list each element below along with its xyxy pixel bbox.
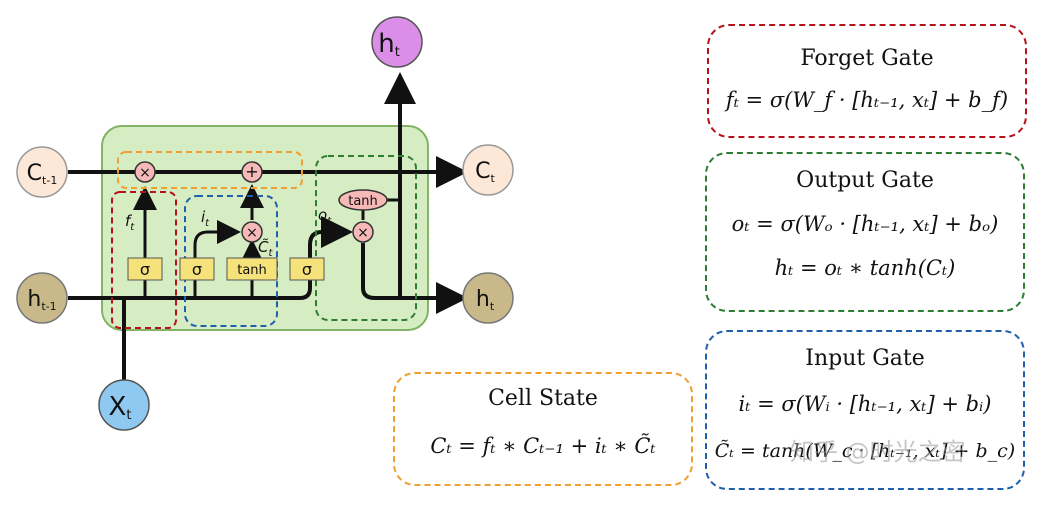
forget-gate-equation: fₜ = σ(W_f · [hₜ₋₁, xₜ] + b_f) <box>725 88 1009 112</box>
svg-text:×: × <box>246 225 258 241</box>
watermark: 知乎 @时光之密 <box>790 438 966 466</box>
svg-text:tanh: tanh <box>237 263 267 278</box>
label-it: it <box>201 208 210 229</box>
output-gate-equation-2: hₜ = oₜ ∗ tanh(Cₜ) <box>774 256 956 280</box>
input-gate-line <box>193 220 241 298</box>
output-tanh-op: tanh <box>338 189 388 211</box>
svg-text:σ: σ <box>192 260 202 279</box>
output-gate-equation-1: oₜ = σ(Wₒ · [hₜ₋₁, xₜ] + bₒ) <box>731 212 999 236</box>
input-gate-title: Input Gate <box>805 346 925 371</box>
forget-mult-op: × <box>134 161 156 183</box>
label-ft: ft <box>125 212 135 233</box>
output-gate-title: Output Gate <box>796 168 934 193</box>
node-c-prev: Ct-1 <box>16 146 68 198</box>
cell-state-title: Cell State <box>488 386 598 411</box>
cell-state-equation: Cₜ = fₜ ∗ Cₜ₋₁ + iₜ ∗ C̃ₜ <box>430 434 656 458</box>
hidden-output-path <box>361 243 468 314</box>
svg-text:×: × <box>139 165 151 181</box>
output-sigma-layer: σ <box>289 257 325 281</box>
output-gate-box: Output Gate oₜ = σ(Wₒ · [hₜ₋₁, xₜ] + bₒ)… <box>705 152 1025 312</box>
output-mult-op: × <box>352 221 374 243</box>
cell-add-op: + <box>241 161 263 183</box>
forget-sigma-layer: σ <box>127 257 163 281</box>
node-h-out: ht <box>462 272 514 324</box>
input-gate-equation-2: C̃ₜ = tanh(W_c · [hₜ₋₁, xₜ] + b_c) <box>714 440 1016 462</box>
node-h-prev: ht-1 <box>16 272 68 324</box>
svg-text:ht: ht <box>378 29 400 60</box>
label-ctilde: C̃t <box>258 237 273 259</box>
forget-gate-title: Forget Gate <box>800 46 934 71</box>
svg-text:+: + <box>245 162 258 181</box>
input-gate-box: Input Gate iₜ = σ(Wᵢ · [hₜ₋₁, xₜ] + bᵢ) … <box>705 330 1025 490</box>
input-gate-equation-1: iₜ = σ(Wᵢ · [hₜ₋₁, xₜ] + bᵢ) <box>738 392 992 416</box>
svg-text:tanh: tanh <box>348 194 378 209</box>
node-x-in: Xt <box>98 379 150 431</box>
svg-text:ht: ht <box>476 287 495 313</box>
label-ot: ot <box>318 206 332 227</box>
svg-text:σ: σ <box>302 260 312 279</box>
svg-text:×: × <box>357 225 369 241</box>
input-sigma-layer: σ <box>179 257 215 281</box>
output-gate-region <box>315 155 417 321</box>
svg-text:Ct-1: Ct-1 <box>27 161 58 187</box>
input-tanh-layer: tanh <box>226 257 278 281</box>
cell-state-region <box>117 151 303 189</box>
svg-text:Ct: Ct <box>475 159 495 185</box>
svg-text:ht-1: ht-1 <box>27 287 56 313</box>
forget-gate-box: Forget Gate fₜ = σ(W_f · [hₜ₋₁, xₜ] + b_… <box>707 24 1027 138</box>
forget-gate-region <box>111 191 177 329</box>
node-c-out: Ct <box>462 144 514 196</box>
input-mult-op: × <box>241 221 263 243</box>
cell-state-box: Cell State Cₜ = fₜ ∗ Cₜ₋₁ + iₜ ∗ C̃ₜ <box>393 372 693 486</box>
svg-text:Xt: Xt <box>109 392 132 423</box>
node-ht-top: ht <box>371 16 423 68</box>
svg-text:σ: σ <box>140 260 150 279</box>
